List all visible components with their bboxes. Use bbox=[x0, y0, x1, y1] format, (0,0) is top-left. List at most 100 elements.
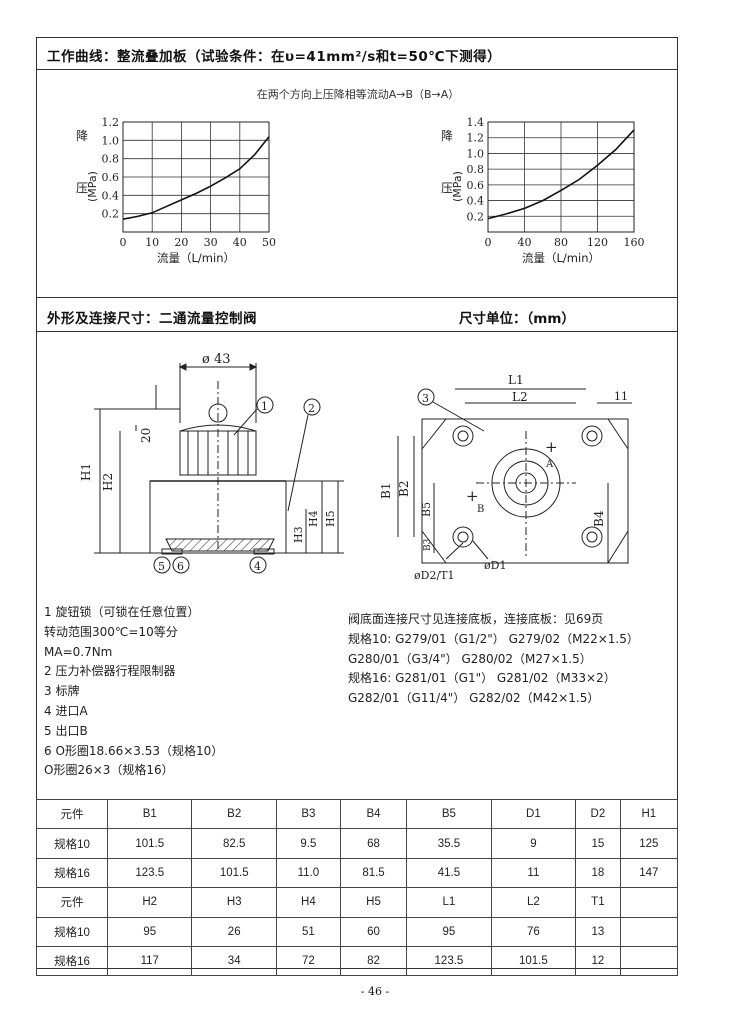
table-cell: L2 bbox=[490, 887, 577, 918]
x-tick-label: 40 bbox=[518, 236, 532, 249]
svg-text:+: + bbox=[545, 438, 558, 456]
table-cell: 82.5 bbox=[191, 828, 277, 859]
y-tick-label: 0.8 bbox=[467, 163, 485, 176]
table-cell: 68 bbox=[339, 828, 408, 859]
table-cell: 34 bbox=[191, 945, 277, 977]
table-cell: 125 bbox=[619, 828, 679, 859]
table-cell: 72 bbox=[275, 945, 341, 977]
table-cell: 35.5 bbox=[406, 828, 492, 859]
section-title-curves: 工作曲线：整流叠加板（试验条件：在υ=41mm²/s和t=50℃下测得） bbox=[47, 49, 502, 65]
table-cell: B5 bbox=[406, 798, 492, 830]
row-header-cell: 规格10 bbox=[36, 828, 108, 859]
x-tick-label: 20 bbox=[174, 236, 188, 249]
subplate-notes: 阀底面连接尺寸见连接底板，连接底板：见69页 规格10: G279/01（G1/… bbox=[348, 610, 639, 709]
legend-line: MA=0.7Nm bbox=[44, 644, 113, 659]
y-tick-label: 1.0 bbox=[102, 134, 120, 147]
note-line: 规格16: G281/01（G1"） G281/02（M33×2） bbox=[348, 671, 616, 686]
y-tick-label: 0.4 bbox=[102, 189, 120, 202]
y-tick-label: 1.0 bbox=[467, 147, 485, 160]
x-tick-label: 0 bbox=[120, 236, 127, 249]
y-tick-label: 0.6 bbox=[467, 179, 485, 192]
table-cell bbox=[619, 916, 679, 947]
row-header-cell: 规格16 bbox=[36, 857, 108, 889]
note-line: G282/01（G11/4"） G282/02（M42×1.5） bbox=[348, 691, 600, 706]
table-cell: 11 bbox=[490, 857, 577, 889]
table-cell: B1 bbox=[106, 798, 193, 830]
table-cell: 101.5 bbox=[106, 828, 193, 859]
table-cell: H4 bbox=[275, 887, 341, 918]
y-axis-label-glyph: 压 bbox=[76, 181, 88, 195]
y-tick-label: 0.2 bbox=[467, 210, 485, 223]
table-cell: H1 bbox=[619, 798, 679, 830]
x-tick-label: 80 bbox=[554, 236, 568, 249]
x-tick-label: 10 bbox=[145, 236, 159, 249]
y-axis-label-glyph: 降 bbox=[76, 129, 88, 143]
dim-h1: H1 bbox=[79, 463, 93, 481]
balloon-1: 1 bbox=[261, 400, 268, 413]
dim-b5: B5 bbox=[420, 502, 433, 517]
table-cell: D1 bbox=[490, 798, 577, 830]
dim-l1: L1 bbox=[508, 373, 524, 387]
page-frame: 工作曲线：整流叠加板（试验条件：在υ=41mm²/s和t=50℃下测得） 在两个… bbox=[36, 37, 678, 969]
table-cell: 123.5 bbox=[106, 857, 193, 889]
legend-line: O形圈26×3（规格16） bbox=[44, 763, 174, 778]
table-cell: 12 bbox=[575, 945, 621, 977]
table-cell: 76 bbox=[490, 916, 577, 947]
table-cell: B4 bbox=[339, 798, 408, 830]
row-header-cell: 规格10 bbox=[36, 916, 108, 947]
dim-d2-t1: øD2/T1 bbox=[414, 569, 454, 582]
table-cell: 101.5 bbox=[490, 945, 577, 977]
y-tick-label: 1.2 bbox=[102, 116, 120, 129]
dim-b1: B1 bbox=[379, 483, 393, 499]
table-cell: 95 bbox=[406, 916, 492, 947]
note-line: G280/01（G3/4"） G280/02（M27×1.5） bbox=[348, 651, 592, 666]
x-tick-label: 40 bbox=[233, 236, 247, 249]
y-tick-label: 1.2 bbox=[467, 132, 485, 145]
dim-h2: H2 bbox=[101, 473, 115, 491]
table-cell: 101.5 bbox=[191, 857, 277, 889]
table-cell: H3 bbox=[191, 887, 277, 918]
divider bbox=[37, 69, 677, 70]
section-title-dimensions: 外形及连接尺寸：二通流量控制阀 bbox=[47, 311, 257, 327]
table-cell: 26 bbox=[191, 916, 277, 947]
balloon-2: 2 bbox=[308, 402, 315, 415]
table-cell: 13 bbox=[575, 916, 621, 947]
table-cell: D2 bbox=[575, 798, 621, 830]
dim-d1: øD1 bbox=[484, 559, 506, 572]
table-cell: 9.5 bbox=[275, 828, 341, 859]
x-tick-label: 50 bbox=[262, 236, 276, 249]
dim-b3: B3 bbox=[423, 538, 433, 551]
legend-line: 5 出口B bbox=[44, 723, 88, 738]
y-axis-label-glyph: 压 bbox=[441, 181, 453, 195]
legend-line: 1 旋钮锁（可锁在任意位置） bbox=[44, 605, 200, 619]
y-axis-label-glyph: 降 bbox=[441, 129, 453, 143]
row-header-cell: 规格16 bbox=[36, 945, 108, 977]
legend-line: 3 标牌 bbox=[44, 684, 80, 699]
plot-frame bbox=[487, 121, 635, 233]
table-cell: H5 bbox=[339, 887, 408, 918]
table-cell: 81.5 bbox=[339, 857, 408, 889]
y-tick-label: 0.6 bbox=[102, 171, 120, 184]
dim-l2: L2 bbox=[512, 390, 528, 404]
y-tick-label: 0.4 bbox=[467, 195, 485, 208]
curve-subtitle: 在两个方向上压降相等流动A→B（B→A） bbox=[256, 88, 460, 101]
table-cell: 147 bbox=[619, 857, 679, 889]
page-number: - 46 - bbox=[360, 985, 390, 998]
balloon-4-front: 4 bbox=[254, 560, 261, 573]
x-tick-label: 30 bbox=[204, 236, 218, 249]
dim-h4: H4 bbox=[307, 510, 320, 527]
table-cell: B3 bbox=[275, 798, 341, 830]
table-cell: 51 bbox=[275, 916, 341, 947]
note-line: 规格10: G279/01（G1/2"） G279/02（M22×1.5） bbox=[348, 631, 639, 646]
dim-h3: H3 bbox=[292, 526, 305, 543]
dim-20: 20 bbox=[139, 428, 153, 443]
table-cell: 11.0 bbox=[275, 857, 341, 889]
port-a-label: A bbox=[545, 459, 554, 470]
svg-text:+: + bbox=[466, 487, 479, 505]
